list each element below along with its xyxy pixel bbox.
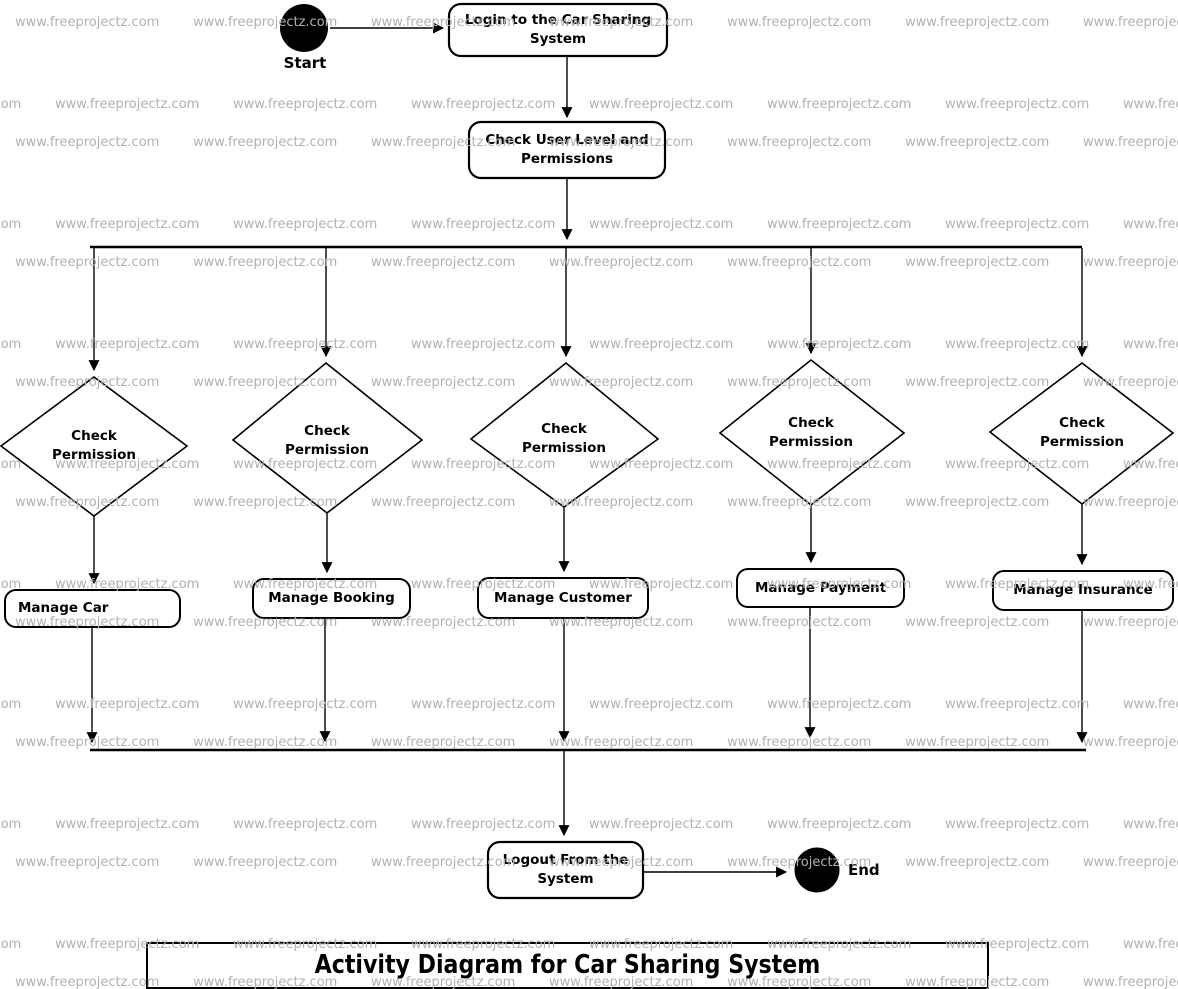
logout-node: [486, 840, 645, 900]
end-node: [794, 847, 840, 893]
decision-4-label: Check Permission: [769, 415, 853, 450]
check-user-label: Check User Level and Permissions: [485, 132, 649, 167]
diagram-title-text: Activity Diagram for Car Sharing System: [314, 950, 821, 980]
start-node: [280, 4, 328, 52]
diagram-title: Activity Diagram for Car Sharing System: [147, 943, 988, 988]
login-node: [447, 2, 669, 58]
manage-customer-node: [477, 577, 649, 619]
manage-payment-node: [736, 568, 905, 608]
manage-booking-label: Manage Booking: [268, 590, 395, 606]
decision-3-label: Check Permission: [522, 421, 606, 456]
manage-insurance-label: Manage Insurance: [1013, 582, 1153, 598]
manage-insurance-node: [992, 570, 1174, 611]
end-label: End: [848, 861, 880, 879]
login-label: Login to the Car Sharing System: [464, 12, 652, 47]
start-label: Start: [283, 54, 327, 72]
title-box: [146, 942, 989, 989]
decision-2-label: Check Permission: [285, 423, 369, 458]
manage-car-label: Manage Car: [18, 600, 109, 616]
manage-customer-label: Manage Customer: [494, 589, 632, 606]
decision-5-label: Check Permission: [1040, 415, 1124, 450]
logout-label: Logout From the System: [502, 852, 629, 887]
manage-booking-node: [252, 578, 411, 619]
manage-payment-label: Manage Payment: [754, 579, 887, 596]
decision-1-label: Check Permission: [52, 428, 136, 463]
